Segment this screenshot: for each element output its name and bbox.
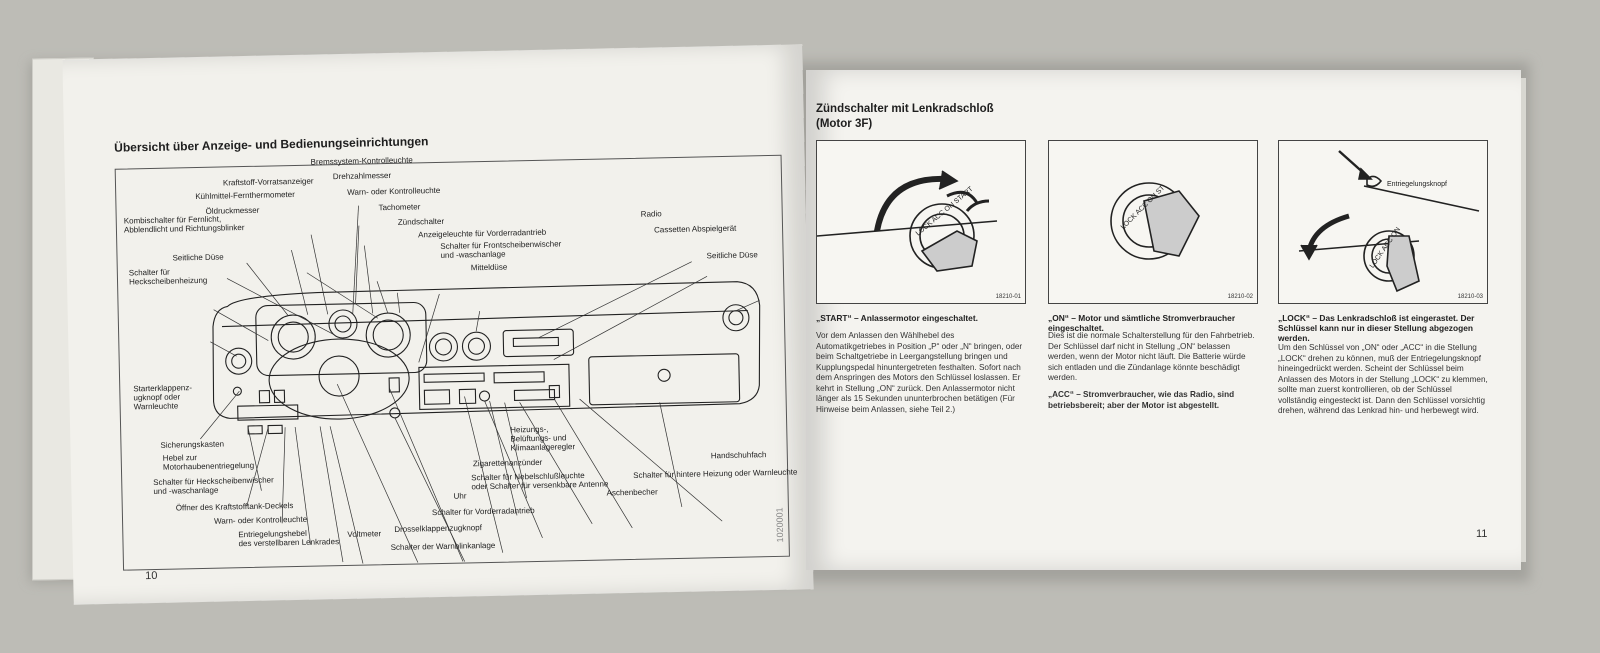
right-page: Zündschalter mit Lenkradschloß (Motor 3F… [806, 70, 1521, 570]
panel-2-body: Dies ist die normale Schalterstellung fü… [1048, 331, 1255, 382]
panel-3-callout: Entriegelungsknopf [1387, 181, 1447, 188]
label-nebelschluss: Schalter für Nebelschlußleuchte oder Sch… [471, 470, 609, 492]
panel-2-acc-heading: „ACC“ – Stromverbraucher, wie das Radio,… [1048, 390, 1235, 410]
label-handschuhfach: Handschuhfach [710, 450, 767, 461]
label-kombischalter: Kombischalter für Fernlicht, Abblendlich… [123, 214, 245, 235]
dashboard-diagram [200, 205, 761, 569]
label-kraftstoff: Kraftstoff-Vorratsanzeiger [222, 176, 314, 188]
label-aschenbecher: Aschenbecher [606, 487, 658, 498]
label-motorhaube: Hebel zur Motorhaubenentriegelung [162, 453, 255, 472]
ignition-start-icon: LOCK ACC ON START [817, 170, 998, 272]
panel-2-heading: „ON“ – Motor und sämtliche Stromverbrauc… [1048, 313, 1236, 333]
ignition-lock-icon: Entriegelungsknopf LOCK ACC ON [1298, 150, 1480, 293]
label-seitliche-duese-links: Seitliche Düse [172, 252, 224, 263]
label-zuendschalter: Zündschalter [397, 216, 445, 227]
label-voltmeter: Voltmeter [347, 529, 382, 539]
left-page-number: 10 [145, 569, 158, 583]
panel-3-code: 18210-03 [1457, 294, 1483, 300]
left-page: Übersicht über Anzeige- und Bedienungsei… [62, 44, 814, 605]
panel-1-key-text: LOCK ACC ON START [915, 185, 975, 237]
label-zigarettenanzuender: Zigarettenanzünder [472, 457, 543, 469]
left-page-title: Übersicht über Anzeige- und Bedienungsei… [114, 134, 429, 155]
label-tacho: Tachometer [378, 202, 421, 213]
ignition-on-icon: LOCK ACC ON ST [1110, 182, 1200, 260]
label-sicherungskasten: Sicherungskasten [160, 439, 225, 450]
label-cassette: Cassetten Abspielgerät [653, 223, 737, 235]
label-uhr: Uhr [453, 491, 467, 501]
panel-2-code: 18210-02 [1227, 294, 1253, 300]
label-heizung: Heizungs-, Belüftungs- und Klimaanlagere… [510, 424, 576, 453]
panel-1-body: Vor dem Anlassen den Wählhebel des Autom… [816, 331, 1023, 414]
illustration-lock: Entriegelungsknopf LOCK ACC ON 18210-03 [1278, 140, 1488, 304]
panel-1-heading: „START“ – Anlassermotor eingeschaltet. [816, 313, 978, 323]
right-page-title: Zündschalter mit Lenkradschloß (Motor 3F… [816, 103, 994, 130]
illustration-on: LOCK ACC ON ST 18210-02 [1048, 140, 1258, 304]
label-mitteldüse: Mitteldüse [470, 262, 508, 273]
label-drosselklappe: Drosselklappenzugknopf [394, 523, 482, 534]
label-heckscheibenwischer: Schalter für Heckscheibenwischer und -wa… [153, 475, 274, 496]
panel-1-code: 18210-01 [995, 294, 1021, 300]
label-entriegelungshebel: Entriegelungshebel des verstellbaren Len… [238, 528, 340, 549]
label-radio: Radio [640, 209, 662, 219]
label-drehzahl: Drehzahlmesser [332, 170, 392, 182]
panel-3-heading: „LOCK“ – Das Lenkradschloß ist eingerast… [1278, 313, 1475, 343]
label-heckscheibenheizung: Schalter für Heckscheibenheizung [128, 267, 208, 287]
illustration-start: LOCK ACC ON START 18210-01 [816, 140, 1026, 304]
panel-3-body: Um den Schlüssel von „ON“ oder „ACC“ in … [1278, 343, 1488, 415]
right-page-number: 11 [1476, 528, 1488, 540]
label-starterklappe: Starterklappenz- ugknopf oder Warnleucht… [133, 383, 193, 412]
label-seitliche-duese-rechts: Seitliche Düse [706, 250, 758, 261]
label-frontscheibe: Schalter für Frontscheibenwischer und -w… [440, 239, 562, 260]
